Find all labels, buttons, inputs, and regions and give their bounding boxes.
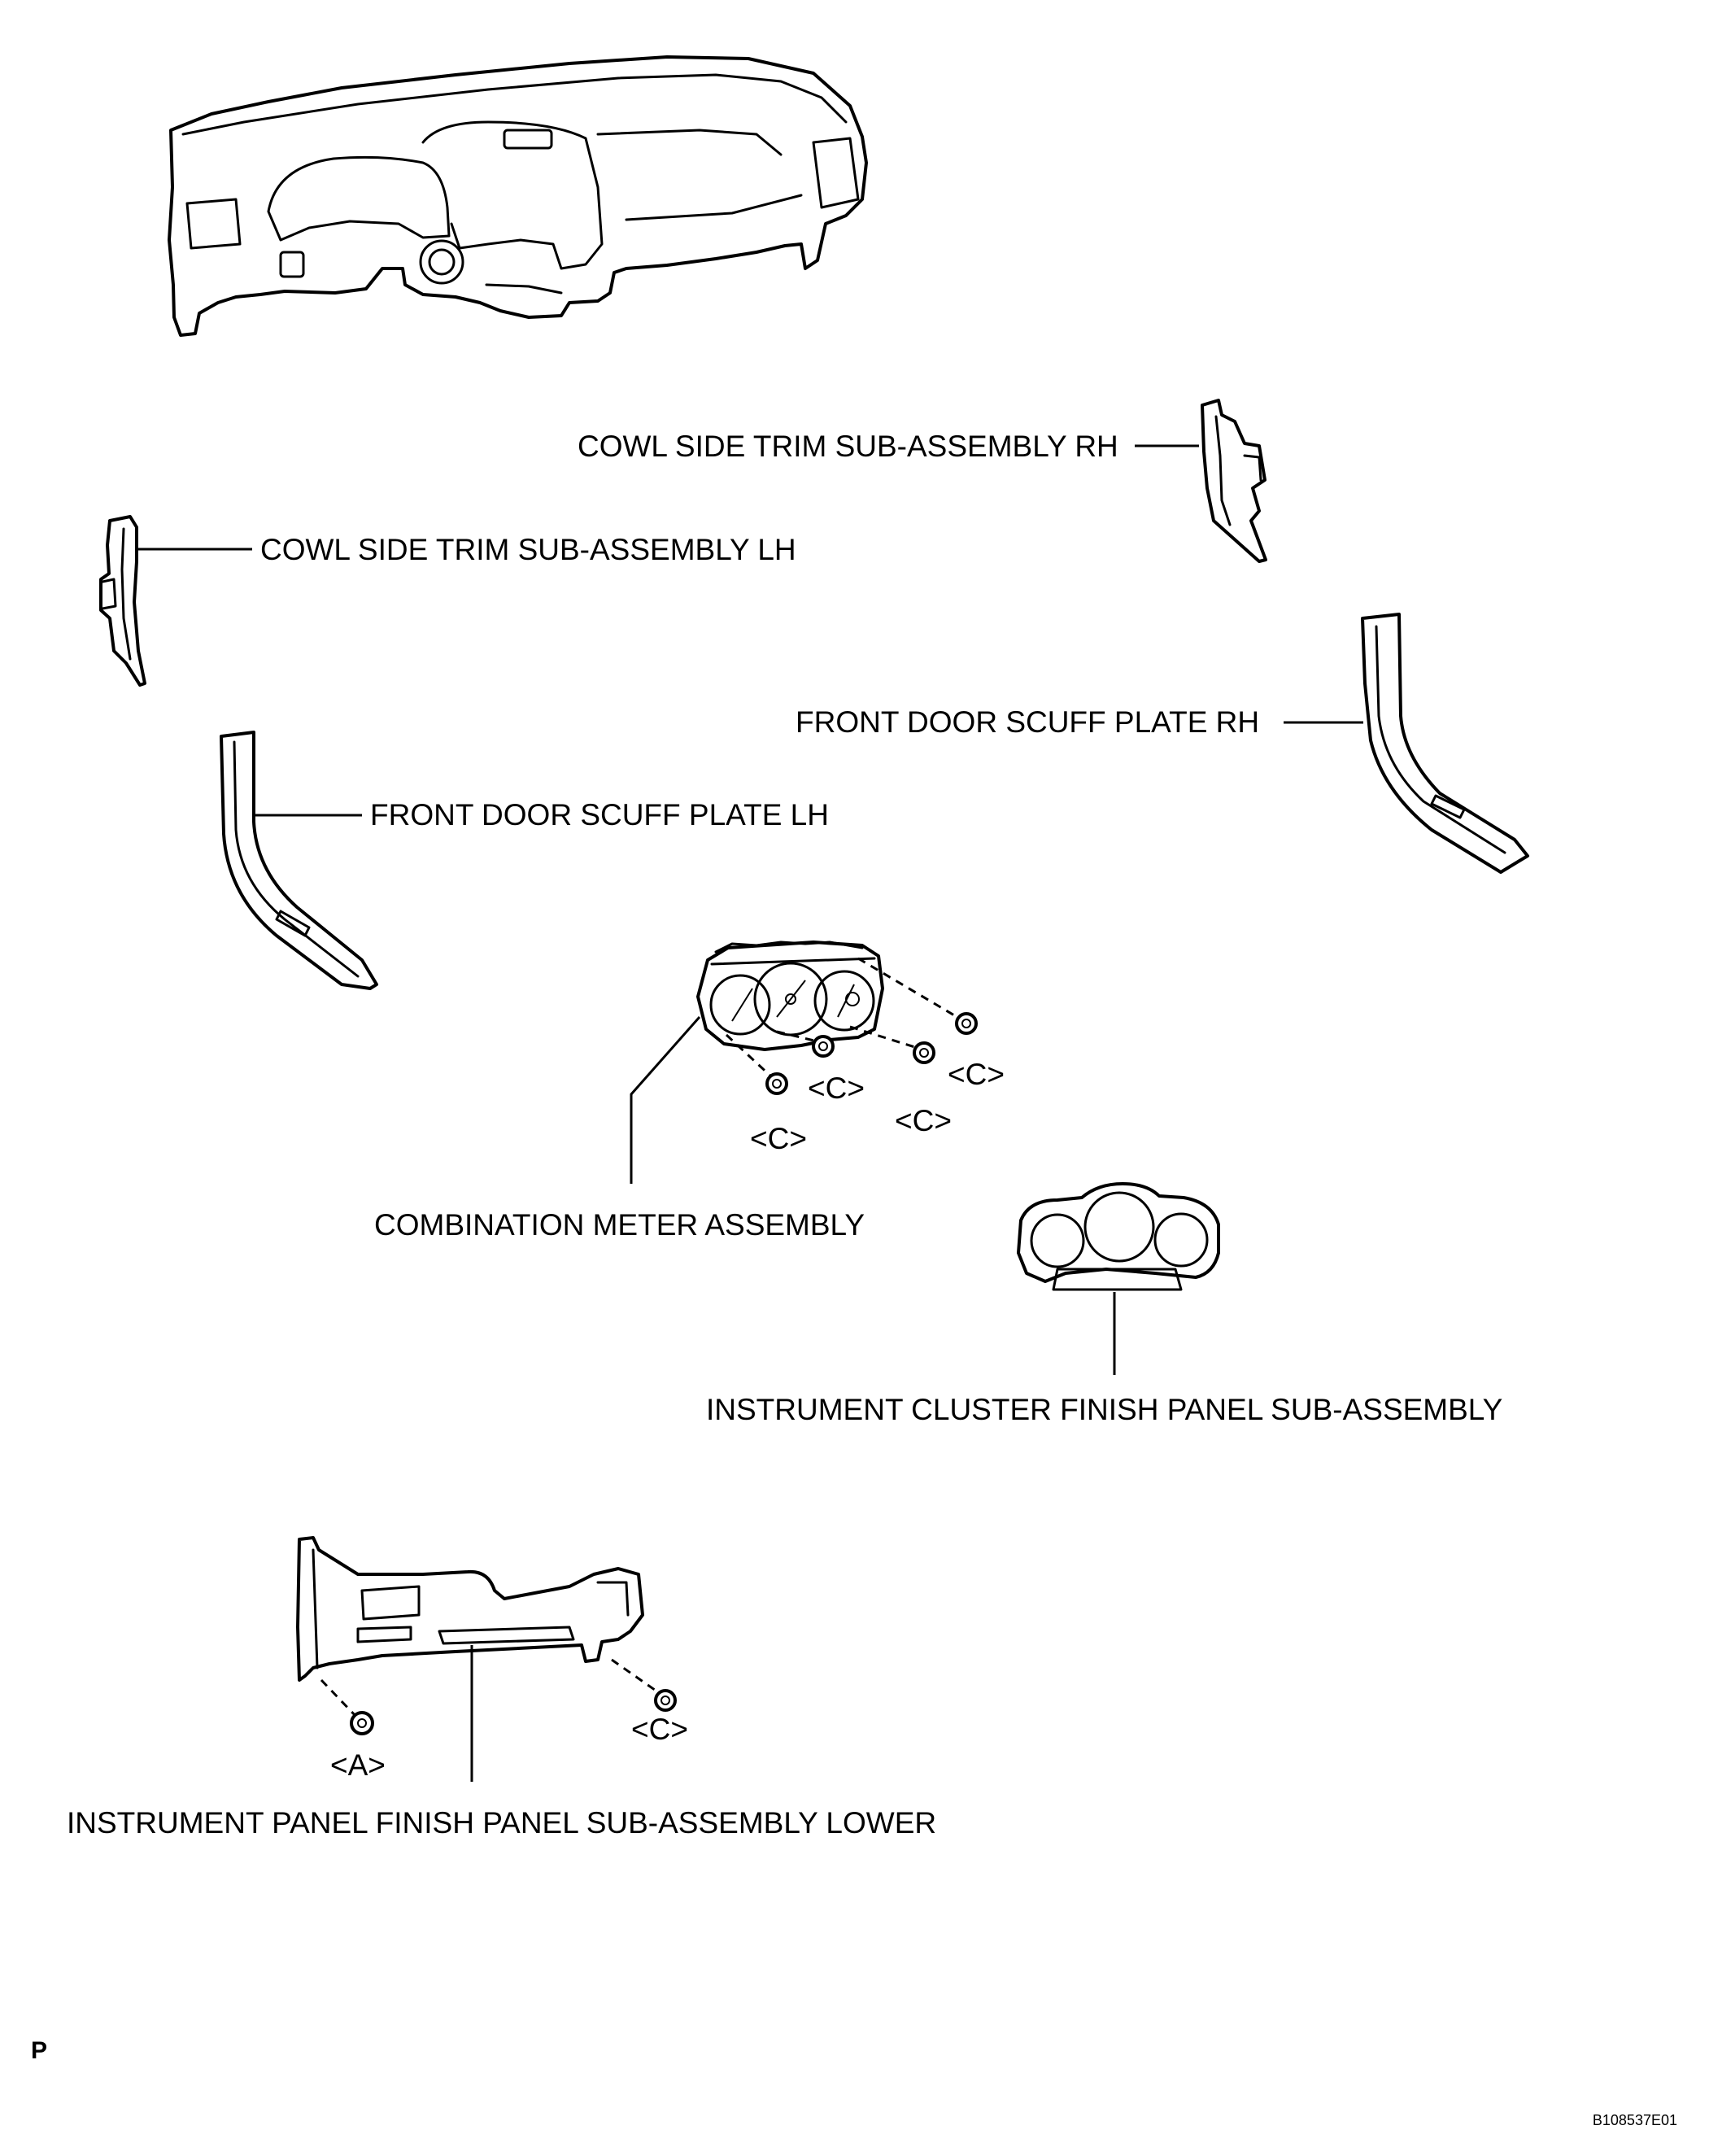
instrument-panel-finish-panel-lower-illustration	[296, 1536, 644, 1682]
screw-c-3	[913, 1041, 935, 1064]
label-combination-meter: COMBINATION METER ASSEMBLY	[374, 1208, 865, 1242]
screw-c-5	[654, 1689, 677, 1712]
fastener-label-c-2: <C>	[808, 1071, 865, 1105]
figure-code: B108537E01	[1593, 2112, 1677, 2128]
screw-c-4	[955, 1012, 978, 1035]
label-instrument-panel-finish-panel-lower: INSTRUMENT PANEL FINISH PANEL SUB-ASSEMB…	[67, 1806, 936, 1840]
fastener-label-a: <A>	[330, 1748, 386, 1782]
screw-c-2	[812, 1035, 835, 1058]
fastener-label-c-3: <C>	[895, 1104, 952, 1137]
front-door-scuff-plate-lh-illustration	[220, 731, 378, 990]
fastener-label-c-4: <C>	[948, 1058, 1005, 1091]
front-door-scuff-plate-rh-illustration	[1361, 613, 1529, 874]
combination-meter-illustration	[696, 941, 884, 1051]
combination-meter-leader	[630, 1016, 701, 1184]
label-front-door-scuff-plate-rh: FRONT DOOR SCUFF PLATE RH	[796, 705, 1259, 739]
instrument-cluster-finish-panel-illustration	[1017, 1182, 1220, 1291]
label-front-door-scuff-plate-lh: FRONT DOOR SCUFF PLATE LH	[370, 798, 829, 831]
screw-a	[350, 1711, 374, 1735]
screw-c-1	[765, 1072, 788, 1095]
instrument-panel-illustration	[168, 55, 868, 337]
fastener-label-c-1: <C>	[750, 1122, 807, 1155]
label-cowl-side-trim-lh: COWL SIDE TRIM SUB-ASSEMBLY LH	[260, 533, 796, 566]
label-instrument-cluster-finish-panel: INSTRUMENT CLUSTER FINISH PANEL SUB-ASSE…	[706, 1393, 1502, 1426]
corner-mark: P	[31, 2037, 47, 2064]
fastener-label-c-5: <C>	[631, 1713, 688, 1746]
cowl-side-trim-lh-illustration	[99, 515, 146, 687]
label-cowl-side-trim-rh: COWL SIDE TRIM SUB-ASSEMBLY RH	[578, 430, 1118, 463]
cowl-side-trim-rh-illustration	[1201, 399, 1267, 563]
